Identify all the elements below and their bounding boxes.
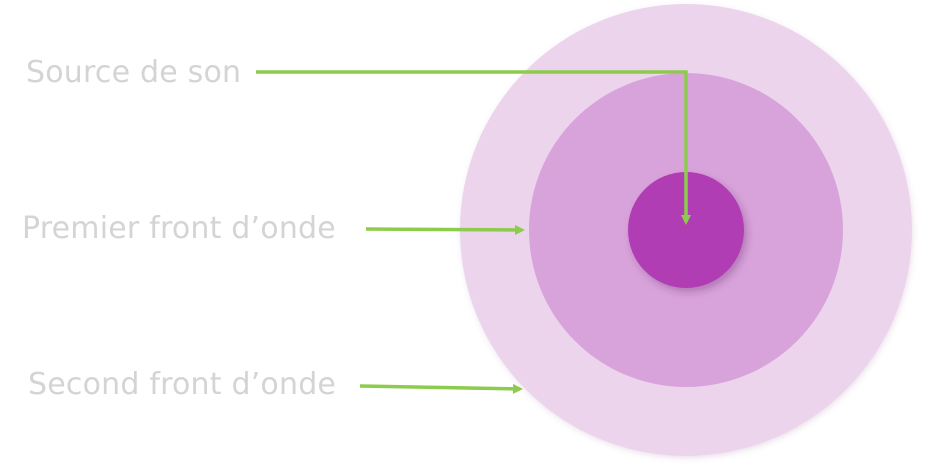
label-first-wavefront: Premier front d’onde (22, 211, 336, 246)
sound-source-circle (628, 172, 744, 288)
label-sound-source: Source de son (26, 55, 242, 90)
label-second-wavefront: Second front d’onde (28, 367, 337, 402)
premier-arrow (365, 224, 525, 235)
second-arrow (359, 383, 523, 394)
source-arrow (256, 70, 691, 225)
